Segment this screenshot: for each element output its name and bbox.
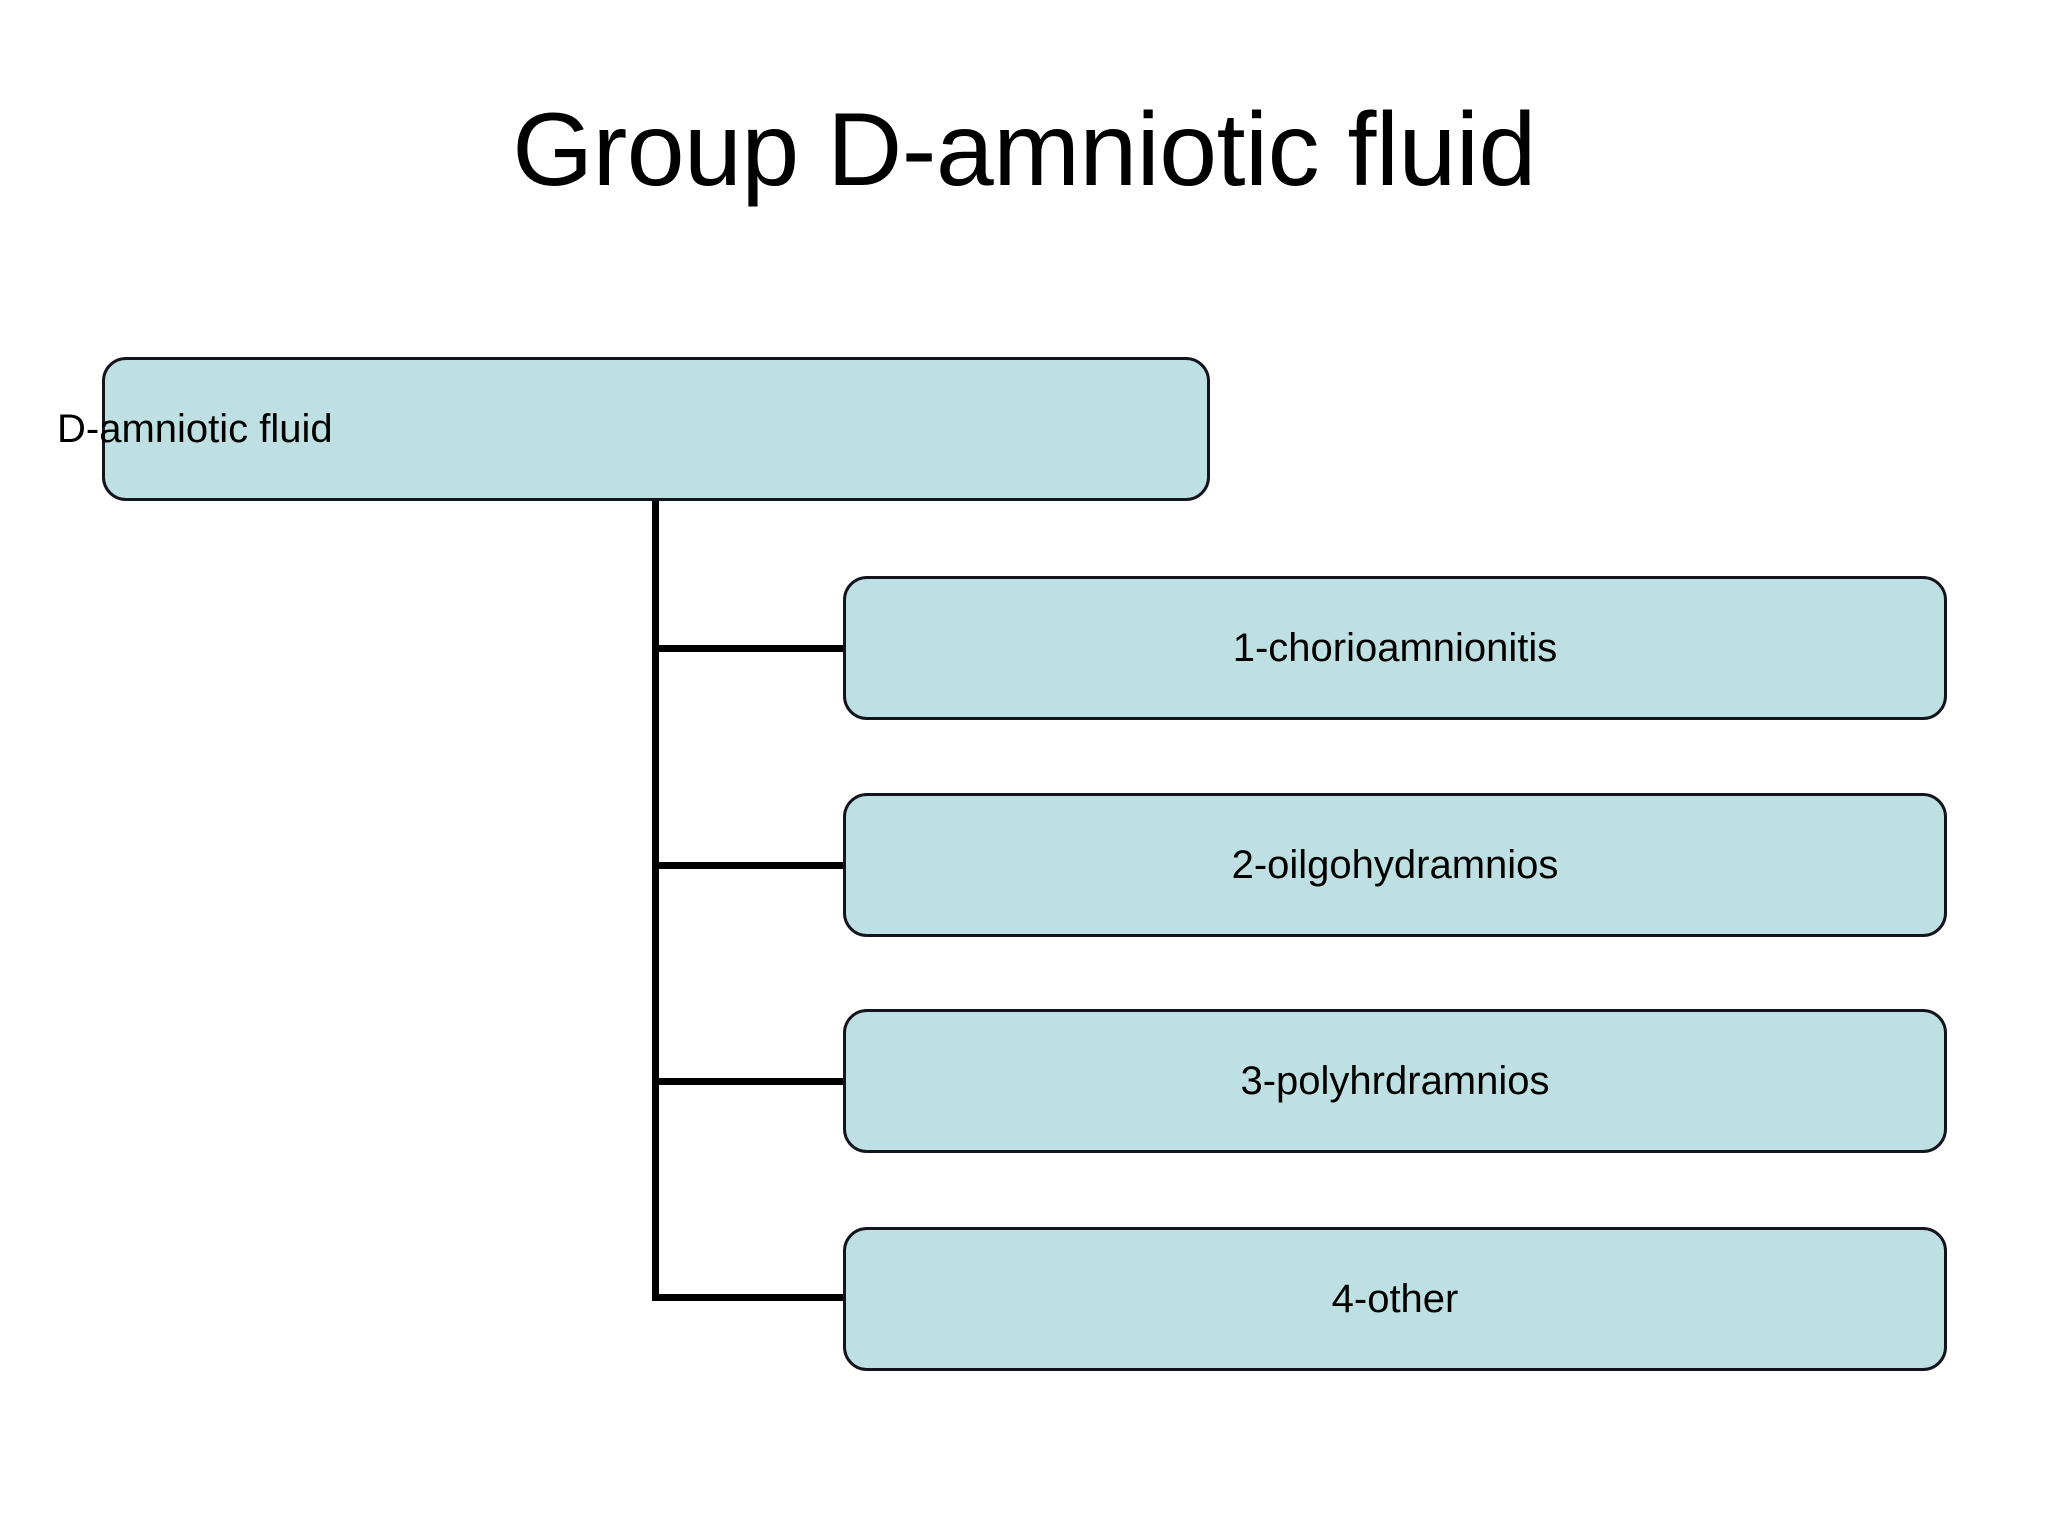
node-child-1-label: 1-chorioamnionitis [1232, 626, 1558, 670]
node-child-chorioamnionitis[interactable]: 1-chorioamnionitis [843, 576, 1947, 720]
node-child-3-label: 3-polyhrdramnios [1240, 1059, 1550, 1103]
connector-branch-1 [652, 645, 848, 652]
page-title: Group D-amniotic fluid [512, 92, 1536, 208]
node-root-amniotic-fluid[interactable]: D-amniotic fluid [57, 357, 1210, 501]
connector-branch-4 [652, 1294, 848, 1301]
connector-branch-2 [652, 862, 848, 869]
node-child-4-label: 4-other [1331, 1277, 1459, 1321]
node-child-other[interactable]: 4-other [843, 1227, 1947, 1371]
connector-branch-3 [652, 1078, 848, 1085]
node-root-label: D-amniotic fluid [57, 407, 333, 451]
node-child-oligohydramnios[interactable]: 2-oilgohydramnios [843, 793, 1947, 937]
connector-trunk-vertical [652, 498, 659, 1300]
node-child-polyhydramnios[interactable]: 3-polyhrdramnios [843, 1009, 1947, 1153]
node-child-2-label: 2-oilgohydramnios [1231, 843, 1559, 887]
